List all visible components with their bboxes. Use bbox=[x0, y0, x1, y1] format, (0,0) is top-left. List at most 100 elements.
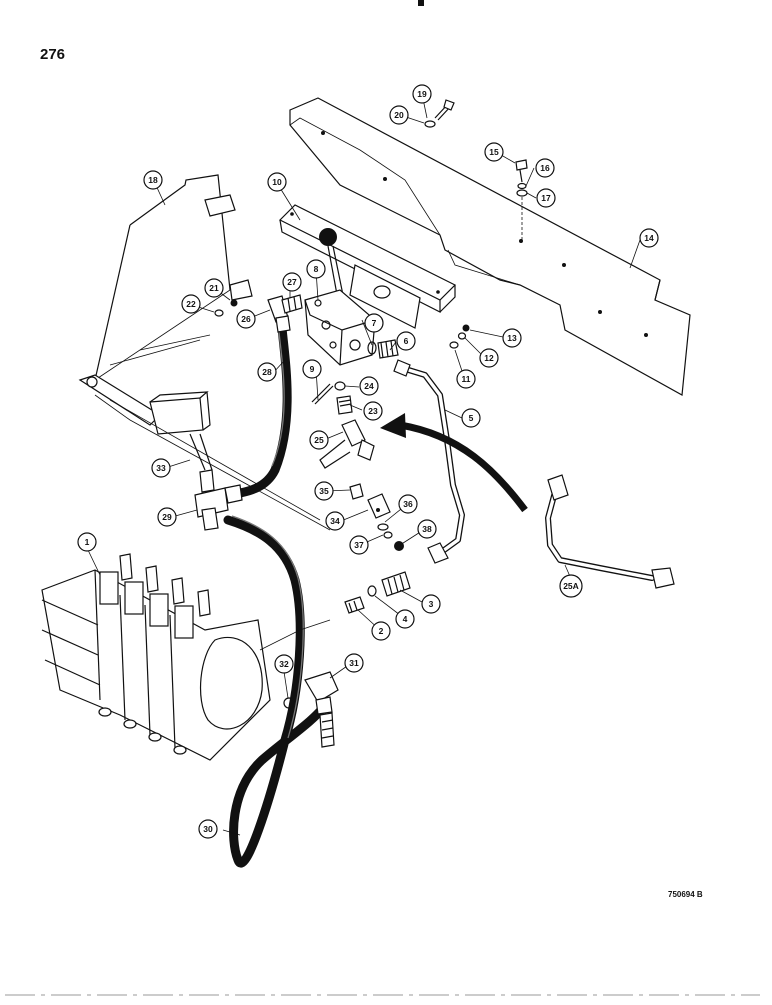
callout-17: 17 bbox=[536, 188, 556, 208]
o-ring-part-7 bbox=[367, 341, 377, 355]
svg-text:17: 17 bbox=[541, 193, 551, 203]
callout-19: 19 bbox=[412, 84, 432, 104]
plug-part-2 bbox=[344, 596, 365, 614]
direction-arrow bbox=[380, 413, 528, 513]
callout-9: 9 bbox=[302, 359, 322, 379]
callout-5: 5 bbox=[461, 408, 481, 428]
bolt-part-15 bbox=[515, 159, 528, 183]
fitting-part-6 bbox=[377, 339, 399, 359]
steel-tube-part-25a bbox=[545, 474, 675, 589]
svg-text:5: 5 bbox=[469, 413, 474, 423]
washer-part-20 bbox=[424, 120, 436, 128]
svg-text:25: 25 bbox=[314, 435, 324, 445]
svg-text:24: 24 bbox=[364, 381, 374, 391]
svg-text:21: 21 bbox=[209, 283, 219, 293]
callout-10: 10 bbox=[267, 172, 287, 192]
svg-text:20: 20 bbox=[394, 110, 404, 120]
callout-4: 4 bbox=[395, 609, 415, 629]
washer-part-36 bbox=[377, 523, 389, 531]
o-ring-part-24 bbox=[334, 381, 346, 391]
callout-34: 34 bbox=[325, 511, 345, 531]
elbow-part-31 bbox=[304, 671, 339, 715]
fitting-part-23 bbox=[336, 395, 353, 415]
hose-part-30 bbox=[223, 515, 335, 868]
svg-text:13: 13 bbox=[507, 333, 517, 343]
svg-text:4: 4 bbox=[403, 614, 408, 624]
hose-part-28 bbox=[225, 315, 292, 500]
control-valve-part-1 bbox=[41, 553, 271, 761]
svg-text:31: 31 bbox=[349, 658, 359, 668]
svg-text:7: 7 bbox=[372, 318, 377, 328]
svg-text:18: 18 bbox=[148, 175, 158, 185]
svg-text:9: 9 bbox=[310, 364, 315, 374]
callout-21: 21 bbox=[204, 278, 224, 298]
svg-text:37: 37 bbox=[354, 540, 364, 550]
callout-11: 11 bbox=[456, 369, 476, 389]
callout-36: 36 bbox=[398, 494, 418, 514]
lock-washer-part-16 bbox=[517, 182, 527, 190]
callout-22: 22 bbox=[181, 294, 201, 314]
callout-27: 27 bbox=[282, 272, 302, 292]
callout-33: 33 bbox=[151, 458, 171, 478]
callout-30: 30 bbox=[198, 819, 218, 839]
callout-7: 7 bbox=[364, 313, 384, 333]
svg-text:25A: 25A bbox=[563, 581, 579, 591]
callout-20: 20 bbox=[389, 105, 409, 125]
bolt-part-35 bbox=[349, 483, 364, 500]
svg-text:16: 16 bbox=[540, 163, 550, 173]
callout-8: 8 bbox=[306, 259, 326, 279]
nut-part-13 bbox=[462, 324, 470, 332]
o-ring-part-32 bbox=[283, 697, 295, 709]
bolt-part-19 bbox=[434, 99, 455, 121]
svg-text:22: 22 bbox=[186, 299, 196, 309]
callout-3: 3 bbox=[421, 594, 441, 614]
figure-code: 750694 B bbox=[668, 890, 703, 899]
svg-text:12: 12 bbox=[484, 353, 494, 363]
svg-text:30: 30 bbox=[203, 824, 213, 834]
svg-text:36: 36 bbox=[403, 499, 413, 509]
svg-text:23: 23 bbox=[368, 406, 378, 416]
lock-washer-part-37 bbox=[383, 531, 393, 539]
svg-text:3: 3 bbox=[429, 599, 434, 609]
fitting-part-27 bbox=[281, 294, 303, 314]
callout-16: 16 bbox=[535, 158, 555, 178]
callout-28: 28 bbox=[257, 362, 277, 382]
svg-text:26: 26 bbox=[241, 314, 251, 324]
callout-15: 15 bbox=[484, 142, 504, 162]
steel-tube-part-5 bbox=[393, 359, 465, 564]
svg-text:10: 10 bbox=[272, 177, 282, 187]
svg-text:32: 32 bbox=[279, 659, 289, 669]
elbow-fitting-part-25 bbox=[319, 419, 375, 469]
svg-text:28: 28 bbox=[262, 367, 272, 377]
connector-part-3 bbox=[381, 571, 411, 597]
callout-38: 38 bbox=[417, 519, 437, 539]
callout-24: 24 bbox=[359, 376, 379, 396]
lock-washer-part-12 bbox=[457, 332, 467, 340]
callout-29: 29 bbox=[157, 507, 177, 527]
callout-23: 23 bbox=[363, 401, 383, 421]
clamp-part-34 bbox=[367, 493, 391, 519]
bracket-part-10 bbox=[278, 204, 457, 329]
svg-text:19: 19 bbox=[417, 89, 427, 99]
washer-part-11 bbox=[449, 341, 459, 349]
page-number: 276 bbox=[40, 46, 66, 63]
callout-14: 14 bbox=[639, 228, 659, 248]
washer-part-17 bbox=[516, 189, 528, 197]
top-crop-mark bbox=[418, 0, 424, 6]
svg-text:15: 15 bbox=[489, 147, 499, 157]
svg-text:2: 2 bbox=[379, 626, 384, 636]
mounting-plate-part-14 bbox=[289, 97, 691, 396]
callout-31: 31 bbox=[344, 653, 364, 673]
callout-2: 2 bbox=[371, 621, 391, 641]
svg-text:6: 6 bbox=[404, 336, 409, 346]
callout-18: 18 bbox=[143, 170, 163, 190]
shield-panel-part-18 bbox=[94, 174, 253, 381]
callout-6: 6 bbox=[396, 331, 416, 351]
callout-25: 25 bbox=[309, 430, 329, 450]
svg-text:1: 1 bbox=[85, 537, 90, 547]
svg-text:27: 27 bbox=[287, 277, 297, 287]
callout-32: 32 bbox=[274, 654, 294, 674]
svg-text:8: 8 bbox=[314, 264, 319, 274]
svg-text:35: 35 bbox=[319, 486, 329, 496]
